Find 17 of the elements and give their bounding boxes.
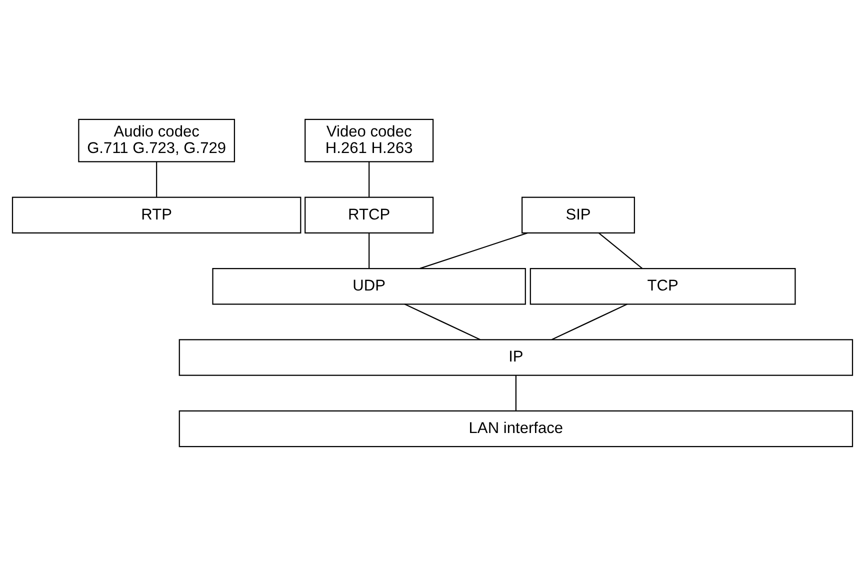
node-box: Video codec H.261 H.263 (304, 118, 434, 162)
node-box: Audio codec G.711 G.723, G.729 (78, 118, 236, 162)
node-box: LAN interface (178, 410, 854, 448)
connector (420, 232, 528, 269)
connector (404, 304, 480, 340)
node-box: TCP (530, 268, 796, 305)
connector (551, 304, 628, 340)
connector (368, 232, 370, 268)
node-box: RTP (12, 196, 302, 234)
connector (598, 232, 643, 269)
connector (156, 162, 158, 197)
node-box: UDP (212, 268, 526, 305)
connector (515, 375, 516, 411)
node-box: IP (178, 339, 854, 376)
node-box: SIP (522, 196, 635, 234)
node-box: RTCP (304, 196, 434, 234)
connector (368, 162, 370, 197)
